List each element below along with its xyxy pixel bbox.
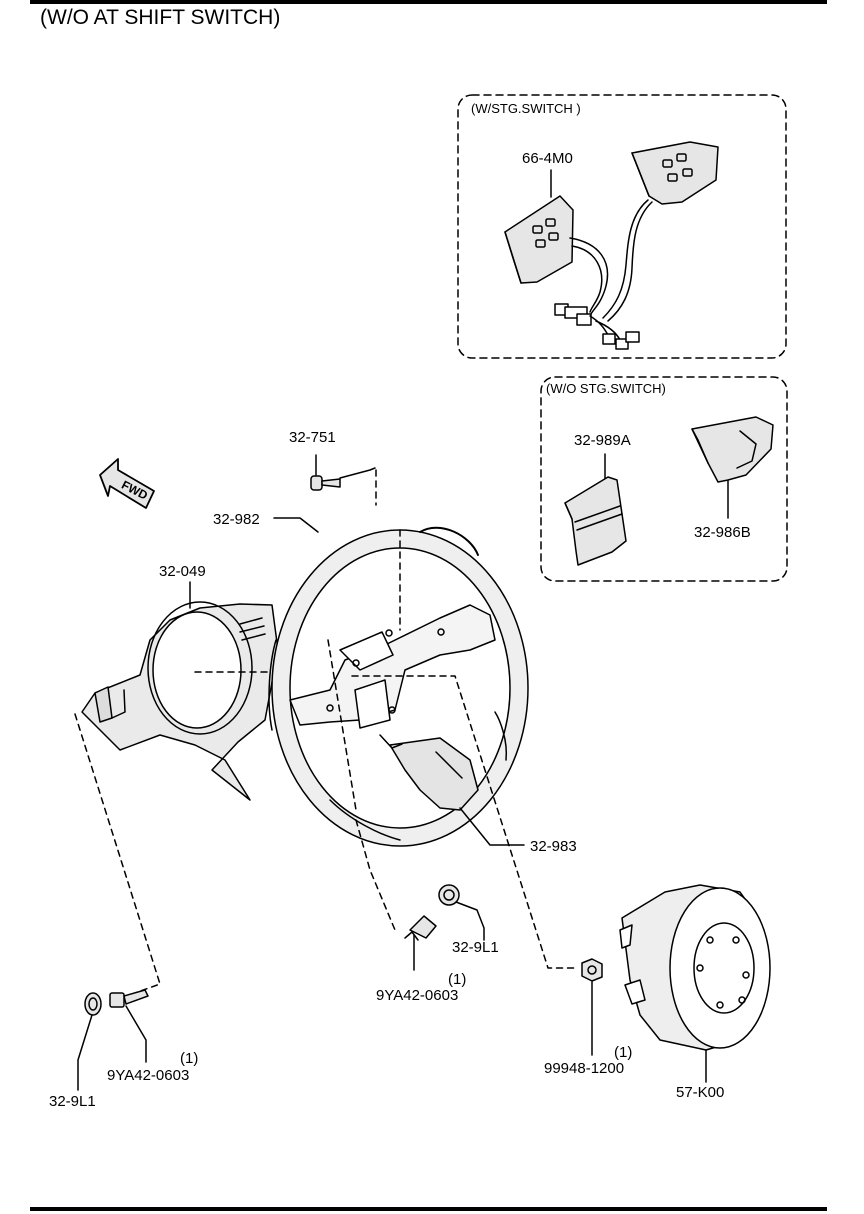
steering-wheel-32-982 xyxy=(268,526,529,847)
bottom-rule xyxy=(30,1207,827,1211)
quantity-9YA42-0603-center: (1) xyxy=(448,971,467,988)
part-number-57-K00: 57-K00 xyxy=(676,1084,725,1101)
part-number-32-983: 32-983 xyxy=(530,838,577,855)
leader-32-983 xyxy=(459,807,525,846)
quantity-9YA42-0603-left: (1) xyxy=(180,1050,199,1067)
part-number-99948-1200: 99948-1200 xyxy=(544,1060,625,1077)
part-number-32-982: 32-982 xyxy=(213,511,260,528)
part-number-32-751: 32-751 xyxy=(289,429,336,446)
part-number-9YA42-0603-left: 9YA42-0603 xyxy=(107,1067,190,1084)
column-cover-32-049 xyxy=(81,601,279,801)
airbag-module-57-K00 xyxy=(619,884,771,1083)
with-switch-label: (W/STG.SWITCH ) xyxy=(471,101,581,116)
switch-pad-left-66-4M0 xyxy=(504,195,609,317)
without-switch-label: (W/O STG.SWITCH) xyxy=(546,381,666,396)
cover-32-989A xyxy=(564,476,627,566)
switch-pad-right-66-4M0 xyxy=(602,141,719,322)
switch-connectors xyxy=(554,303,640,350)
nut-99948-1200 xyxy=(581,958,603,1056)
part-number-32-9L1-left: 32-9L1 xyxy=(49,1093,96,1110)
fwd-arrow: FWD xyxy=(99,458,155,509)
part-number-9YA42-0603-center: 9YA42-0603 xyxy=(376,987,459,1004)
quantity-99948-1200: (1) xyxy=(614,1044,633,1061)
part-number-66-4M0: 66-4M0 xyxy=(522,150,573,167)
part-number-32-986B: 32-986B xyxy=(694,524,751,541)
bolt-9YA42-0603-center xyxy=(404,915,437,971)
nut-32-9L1-center xyxy=(438,884,485,941)
leader-32-982 xyxy=(273,517,319,533)
part-number-32-9L1-center: 32-9L1 xyxy=(452,939,499,956)
top-rule xyxy=(30,0,827,4)
part-number-32-989A: 32-989A xyxy=(574,432,631,449)
cover-32-986B xyxy=(691,416,774,483)
without-switch-box xyxy=(540,376,788,582)
part-number-32-049: 32-049 xyxy=(159,563,206,580)
bolt-9YA42-0603-left xyxy=(109,989,149,1063)
bolt-32-751 xyxy=(310,454,376,491)
with-switch-box xyxy=(457,94,787,359)
diagram-title: (W/O AT SHIFT SWITCH) xyxy=(40,6,281,29)
nut-32-9L1-left xyxy=(77,992,102,1091)
